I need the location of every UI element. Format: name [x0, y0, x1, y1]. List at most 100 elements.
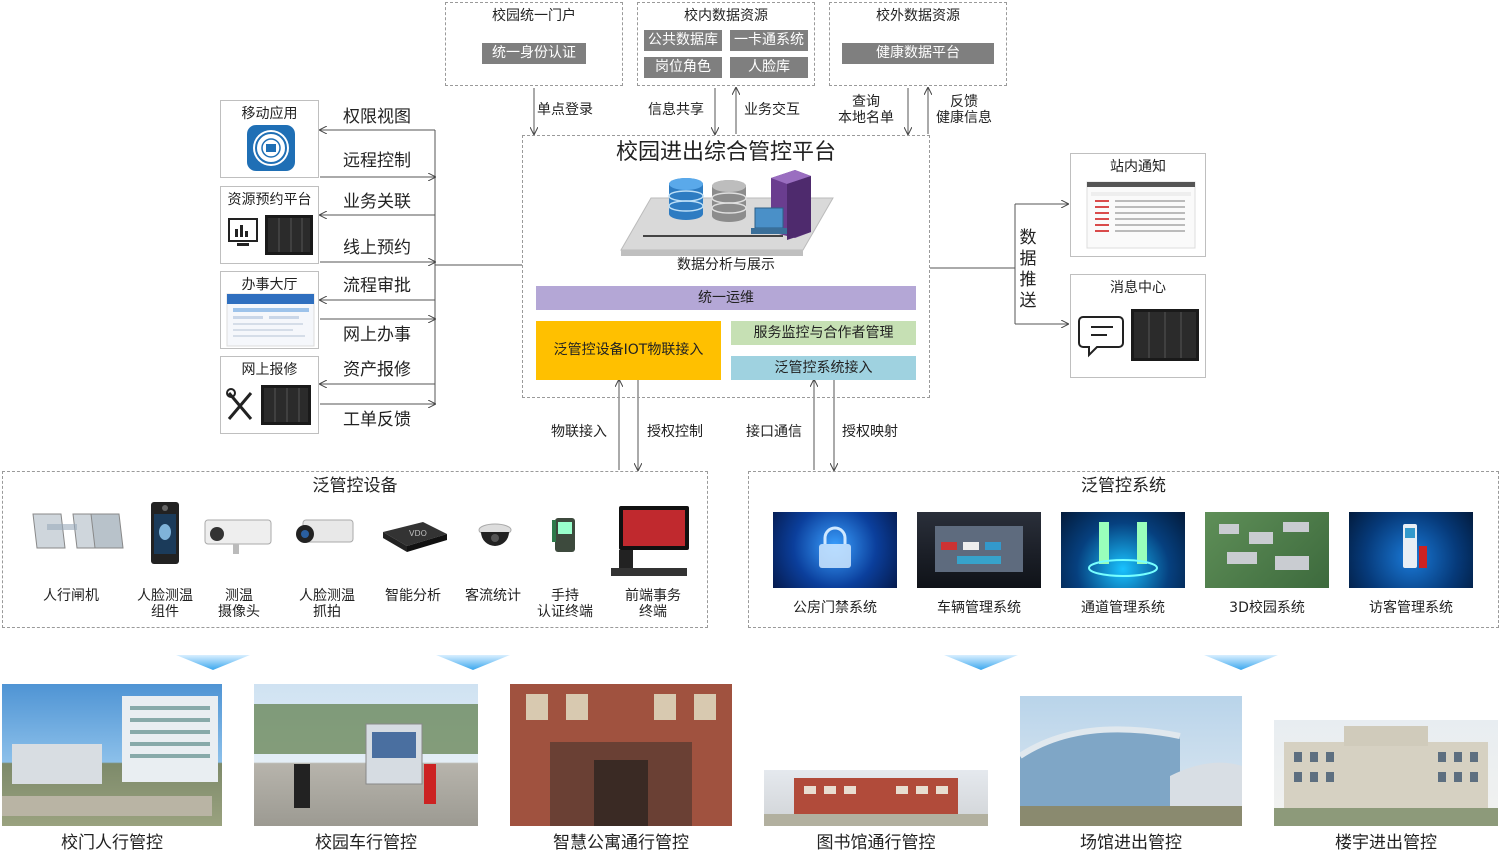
- smart-analysis-icon: VDO: [383, 522, 447, 552]
- channel-system-image: [1061, 512, 1185, 588]
- card-system-chip: 一卡通系统: [730, 30, 808, 51]
- unified-auth-chip: 统一身份认证: [482, 43, 586, 64]
- system-label-3d: 3D校园系统: [1229, 600, 1305, 616]
- frontend-terminal-icon: [611, 506, 689, 576]
- platform-title: 校园进出综合管控平台: [615, 140, 836, 165]
- university-logo-icon: [247, 125, 295, 171]
- service-hall-panel: 办事大厅: [220, 271, 319, 349]
- health-platform-chip: 健康数据平台: [842, 43, 994, 64]
- external-data-title: 校外数据资源: [876, 8, 960, 24]
- turnstile-icon: [32, 513, 124, 549]
- online-service-label: 网上办事: [343, 325, 411, 345]
- stadium-scene-photo: [1020, 696, 1242, 826]
- scene-caption-stadium: 场馆进出管控: [1080, 833, 1182, 853]
- data-push-label: 数据推送: [1019, 228, 1037, 311]
- scene-caption-gate: 校门人行管控: [61, 833, 163, 853]
- handheld-terminal-icon: [552, 518, 575, 552]
- biz-link-label: 业务关联: [343, 192, 411, 212]
- message-center-title: 消息中心: [1110, 280, 1166, 296]
- building-scene-photo: [1274, 720, 1498, 826]
- campus-3d-system-image: [1205, 512, 1329, 588]
- iot-access-bar: 泛管控设备IOT物联接入: [536, 321, 721, 380]
- site-notice-title: 站内通知: [1110, 159, 1166, 175]
- notice-table-screenshot-icon: [1086, 181, 1196, 249]
- chat-server-icon: [1078, 309, 1199, 361]
- door-access-system-image: [773, 512, 897, 588]
- booking-platform-title: 资源预约平台: [227, 192, 312, 208]
- device-label-temp-camera: 测温 摄像头: [218, 588, 260, 620]
- auth-ctrl-label: 授权控制: [647, 424, 703, 440]
- temp-camera-icon: [204, 519, 272, 554]
- svg-text:VDO: VDO: [409, 529, 427, 538]
- datacenter-illustration: [620, 170, 834, 256]
- interface-label: 接口通信: [746, 424, 802, 440]
- device-label-flow: 客流统计: [465, 588, 521, 604]
- webpage-screenshot-icon: [226, 293, 315, 347]
- apartment-scene-photo: [510, 684, 732, 826]
- message-center-panel: 消息中心: [1070, 274, 1206, 378]
- portal-box: 校园统一门户 统一身份认证: [445, 2, 623, 86]
- external-data-box: 校外数据资源 健康数据平台: [829, 2, 1007, 86]
- query-label: 查询 本地名单: [838, 94, 894, 126]
- device-icons: VDO: [32, 502, 689, 576]
- site-notice-panel: 站内通知: [1070, 153, 1206, 257]
- visitor-system-image: [1349, 512, 1473, 588]
- analysis-label: 数据分析与展示: [677, 257, 775, 273]
- vehicle-system-image: [917, 512, 1041, 588]
- asset-repair-label: 资产报修: [343, 360, 411, 380]
- sso-label: 单点登录: [537, 102, 593, 118]
- mobile-app-panel: 移动应用: [220, 100, 319, 178]
- public-db-chip: 公共数据库: [644, 30, 722, 51]
- system-label-visitor: 访客管理系统: [1369, 600, 1453, 616]
- face-temp-icon: [151, 502, 179, 564]
- scene-caption-vehicle: 校园车行管控: [315, 833, 417, 853]
- library-scene-photo: [764, 770, 988, 826]
- feedback-label: 反馈 健康信息: [936, 94, 992, 126]
- face-capture-icon: [296, 519, 354, 543]
- platform-box: 校园进出综合管控平台 数据分析与展示 统一运维: [522, 135, 930, 398]
- devices-title: 泛管控设备: [312, 476, 398, 496]
- internal-data-box: 校内数据资源 公共数据库 一卡通系统 岗位角色 人脸库: [637, 2, 815, 86]
- systems-box: 泛管控系统 公房门禁系统 车辆管理系统 通道管理系统 3D校园系统 访客管理系统: [748, 471, 1499, 628]
- device-label-analysis: 智能分析: [385, 588, 441, 604]
- gate-scene-photo: [2, 684, 222, 826]
- device-label-gate: 人行闸机: [43, 588, 99, 604]
- iot-link-label: 物联接入: [551, 424, 607, 440]
- booking-platform-panel: 资源预约平台: [220, 186, 319, 264]
- device-label-handheld: 手持 认证终端: [537, 588, 593, 620]
- portal-title: 校园统一门户: [492, 8, 576, 24]
- online-booking-label: 线上预约: [343, 238, 411, 258]
- post-role-chip: 岗位角色: [644, 57, 722, 78]
- systems-title: 泛管控系统: [1081, 476, 1166, 496]
- unified-ops-bar: 统一运维: [536, 286, 916, 310]
- device-label-face-temp: 人脸测温 组件: [137, 588, 193, 620]
- device-label-face-capture: 人脸测温 抓拍: [299, 588, 355, 620]
- system-label-channel: 通道管理系统: [1081, 600, 1165, 616]
- monitor-server-icon: [228, 215, 313, 255]
- flow-approval-label: 流程审批: [343, 276, 411, 296]
- online-repair-title: 网上报修: [241, 362, 298, 378]
- online-repair-panel: 网上报修: [220, 356, 319, 434]
- device-label-terminal: 前端事务 终端: [625, 588, 681, 620]
- devices-box: 泛管控设备: [2, 471, 708, 628]
- biz-interact-label: 业务交互: [744, 102, 800, 118]
- system-access-bar: 泛管控系统接入: [731, 356, 916, 380]
- scene-caption-apartment: 智慧公寓通行管控: [553, 833, 689, 853]
- scene-caption-building: 楼宇进出管控: [1335, 833, 1437, 853]
- internal-data-title: 校内数据资源: [684, 8, 768, 24]
- tools-server-icon: [226, 385, 311, 425]
- perm-view-label: 权限视图: [343, 107, 411, 127]
- service-hall-title: 办事大厅: [241, 277, 298, 293]
- system-label-door: 公房门禁系统: [793, 600, 877, 616]
- mobile-app-title: 移动应用: [241, 106, 298, 122]
- scene-caption-library: 图书馆通行管控: [816, 833, 936, 853]
- dome-camera-icon: [478, 523, 512, 546]
- auth-map-label: 授权映射: [842, 424, 898, 440]
- vehicle-scene-photo: [254, 684, 478, 826]
- face-db-chip: 人脸库: [730, 57, 808, 78]
- work-order-label: 工单反馈: [343, 410, 411, 430]
- service-monitor-bar: 服务监控与合作者管理: [731, 321, 916, 345]
- info-share-label: 信息共享: [648, 102, 704, 118]
